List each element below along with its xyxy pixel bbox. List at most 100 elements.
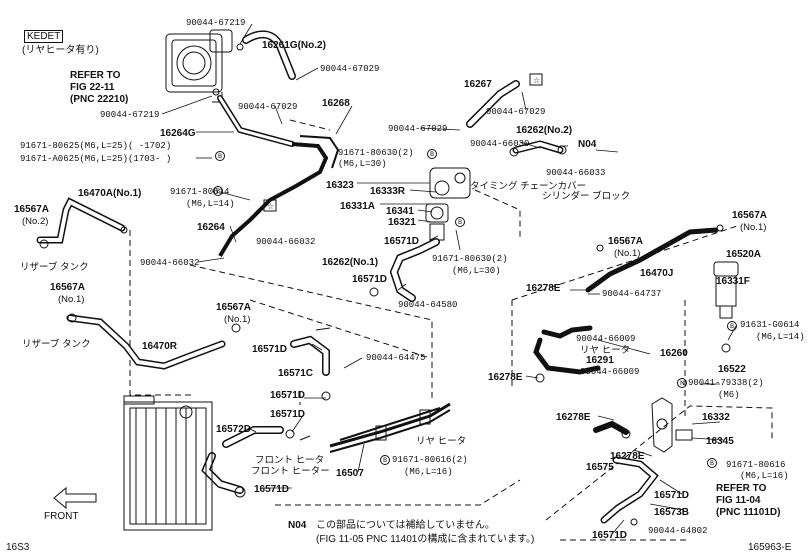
part-label[interactable]: 16571C xyxy=(278,368,314,379)
part-label[interactable]: 91671-80614 xyxy=(170,187,230,197)
part-label[interactable]: 16261G(No.2) xyxy=(262,40,326,51)
part-label[interactable]: シリンダー ブロック xyxy=(542,191,631,202)
part-label[interactable]: 91671-80616 xyxy=(726,460,786,470)
part-label[interactable]: 16345 xyxy=(706,436,734,447)
part-label[interactable]: 16323 xyxy=(326,180,354,191)
part-label[interactable]: リヤ ヒータ xyxy=(416,436,467,447)
part-label[interactable]: (M6,L=14) xyxy=(186,199,235,209)
part-label[interactable]: (M6,L=16) xyxy=(404,467,453,477)
part-label[interactable]: 16278E xyxy=(610,451,645,462)
part-label[interactable]: 16567A xyxy=(608,236,644,247)
part-label[interactable]: 16571D xyxy=(592,530,628,541)
part-label[interactable]: 16571D xyxy=(352,274,388,285)
part-label[interactable]: (No.1) xyxy=(58,294,85,305)
part-label[interactable]: 16341 xyxy=(386,206,414,217)
part-label[interactable]: 16332 xyxy=(702,412,730,423)
part-label[interactable]: 90044-67219 xyxy=(100,110,160,120)
part-label[interactable]: 16331F xyxy=(716,276,750,287)
part-label[interactable]: 16507 xyxy=(336,468,364,479)
part-label[interactable]: 16571D xyxy=(254,484,290,495)
part-label[interactable]: 16571D xyxy=(384,236,420,247)
part-label[interactable]: 91671-80616(2) xyxy=(392,455,468,465)
clip-icon xyxy=(120,226,128,234)
part-label[interactable]: 16321 xyxy=(388,217,416,228)
part-label[interactable]: 16575 xyxy=(586,462,614,473)
part-label[interactable]: 16571D xyxy=(654,490,690,501)
part-label[interactable]: 90044-64475 xyxy=(366,353,426,363)
part-label[interactable]: 16573B xyxy=(654,507,690,518)
part-label[interactable]: 16571D xyxy=(252,344,288,355)
part-label[interactable]: (M6) xyxy=(718,390,740,400)
part-label[interactable]: 90044-64737 xyxy=(602,289,662,299)
part-label[interactable]: 16571D xyxy=(270,390,306,401)
part-label[interactable]: 16567A xyxy=(50,282,86,293)
part-label[interactable]: (M6,L=14) xyxy=(756,332,805,342)
part-label[interactable]: 90044-67029 xyxy=(486,107,546,117)
part-label[interactable]: 16264 xyxy=(197,222,225,233)
part-label[interactable]: リザーブ タンク xyxy=(22,339,91,350)
part-label[interactable]: 16331A xyxy=(340,201,376,212)
part-label[interactable]: 91631-G0614 xyxy=(740,320,800,330)
part-label[interactable]: N04 xyxy=(578,139,597,150)
part-label[interactable]: 16520A xyxy=(726,249,762,260)
part-label[interactable]: 16267 xyxy=(464,79,492,90)
part-label[interactable]: 90044-66032 xyxy=(256,237,316,247)
part-label[interactable]: 16567A xyxy=(216,302,252,313)
part-label[interactable]: 16278E xyxy=(488,372,523,383)
part-label[interactable]: 16567A xyxy=(732,210,768,221)
part-label[interactable]: (M6,L=16) xyxy=(740,471,789,481)
part-label[interactable]: 16571D xyxy=(270,409,306,420)
part-label[interactable]: フロント ヒータ xyxy=(255,455,325,466)
part-label[interactable]: 16278E xyxy=(556,412,591,423)
part-label[interactable]: 90044-67029 xyxy=(320,64,380,74)
part-label[interactable]: タイミング チェーンカバー xyxy=(470,181,587,192)
part-label[interactable]: (No.1) xyxy=(614,248,641,259)
part-label[interactable]: リヤ ヒータ xyxy=(580,345,631,356)
part-label[interactable]: 90044-66030 xyxy=(470,139,530,149)
part-label[interactable]: 90044-67029 xyxy=(388,124,448,134)
part-label[interactable]: 90041-79338(2) xyxy=(688,378,764,388)
part-label[interactable]: (No.1) xyxy=(740,222,767,233)
refer-line-2[interactable]: FIG 22-11 xyxy=(70,82,115,93)
part-label[interactable]: 90044-67029 xyxy=(238,102,298,112)
part-label[interactable]: 16470A(No.1) xyxy=(78,188,142,199)
part-label[interactable]: (No.1) xyxy=(224,314,251,325)
part-label[interactable]: 16278E xyxy=(526,283,561,294)
part-label[interactable]: 16291 xyxy=(586,355,614,366)
part-label[interactable]: 90044-64580 xyxy=(398,300,458,310)
refer-line-1[interactable]: REFER TO xyxy=(70,70,121,81)
model-note: (リヤヒータ有り) xyxy=(22,45,99,56)
part-label[interactable]: 91671-80625(M6,L=25)( -1702) xyxy=(20,141,172,151)
part-label[interactable]: 91671-80630(2) xyxy=(432,254,508,264)
part-label[interactable]: 16572D xyxy=(216,424,252,435)
part-label[interactable]: 16333R xyxy=(370,186,406,197)
refer-line-4[interactable]: REFER TO xyxy=(716,483,767,494)
refer-line-6[interactable]: (PNC 11101D) xyxy=(716,507,781,518)
part-label[interactable]: フロント ヒーター xyxy=(251,466,330,477)
part-label[interactable]: 90044-66009 xyxy=(580,367,640,377)
part-label[interactable]: 16262(No.1) xyxy=(322,257,379,268)
part-label[interactable]: 91671-80630(2) xyxy=(338,148,414,158)
part-label[interactable]: 16262(No.2) xyxy=(516,125,573,136)
part-label[interactable]: 90044-67219 xyxy=(186,18,246,28)
part-label[interactable]: 90044-66033 xyxy=(546,168,606,178)
part-label[interactable]: 16470J xyxy=(640,268,674,279)
part-label[interactable]: (No.2) xyxy=(22,216,49,227)
part-label[interactable]: 16522 xyxy=(718,364,746,375)
svg-text:B: B xyxy=(216,188,220,195)
part-label[interactable]: 16567A xyxy=(14,204,50,215)
refer-line-5[interactable]: FIG 11-04 xyxy=(716,495,761,506)
part-label[interactable]: 90044-66032 xyxy=(140,258,200,268)
part-label[interactable]: 90044-66009 xyxy=(576,334,636,344)
part-label[interactable]: 16268 xyxy=(322,98,350,109)
part-label[interactable]: (M6,L=30) xyxy=(338,159,387,169)
part-label[interactable]: 16260 xyxy=(660,348,688,359)
part-label[interactable]: 90044-64802 xyxy=(648,526,708,536)
part-label[interactable]: (M6,L=30) xyxy=(452,266,501,276)
part-label[interactable]: 91671-A0625(M6,L=25)(1703- ) xyxy=(20,154,172,164)
part-label[interactable]: リザーブ タンク xyxy=(20,262,89,273)
refer-line-3[interactable]: (PNC 22210) xyxy=(70,94,129,105)
part-label[interactable]: 16264G xyxy=(160,128,196,139)
svg-text:B: B xyxy=(730,323,734,330)
part-label[interactable]: 16470R xyxy=(142,341,178,352)
